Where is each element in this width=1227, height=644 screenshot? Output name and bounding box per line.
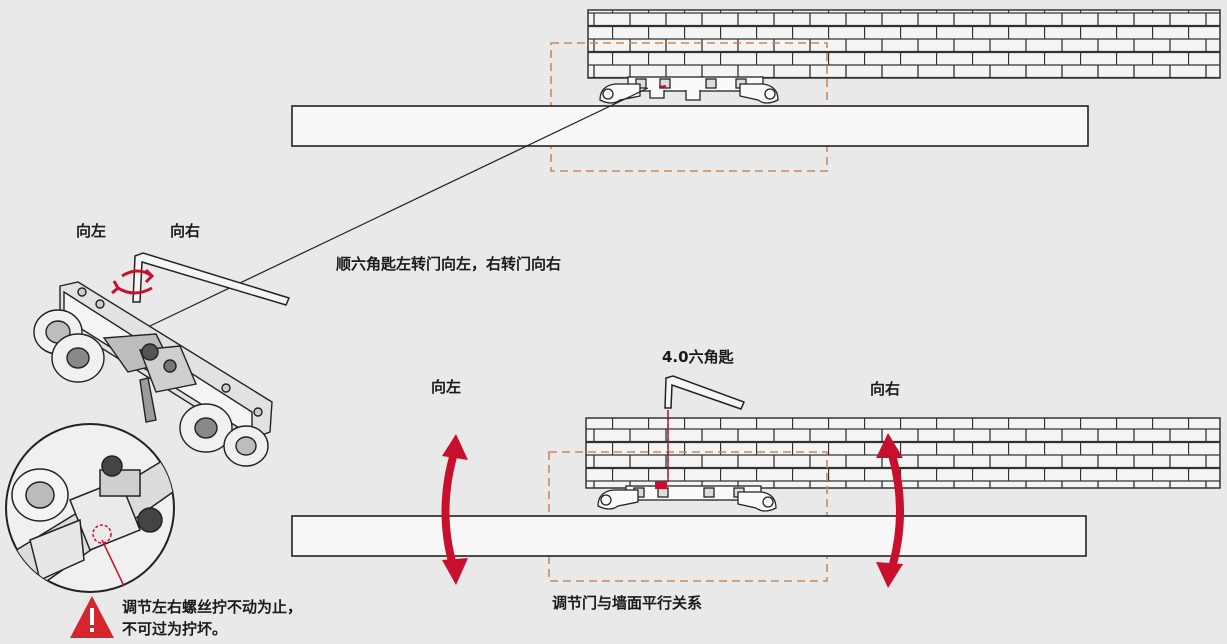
hex-key-label: 4.0六角匙 [662, 348, 734, 366]
bottom-wall [585, 417, 1221, 489]
warning-icon [70, 596, 114, 638]
top-wall [587, 9, 1221, 79]
top-roller-bracket [599, 76, 779, 104]
warning-line-1: 调节左右螺丝拧不动为止， [122, 598, 303, 616]
roller-bracket-illustration [33, 281, 273, 467]
label-right-bottom: 向右 [870, 380, 901, 398]
bottom-door-panel [291, 515, 1087, 557]
label-left-bottom: 向左 [431, 378, 462, 396]
hex-key-left [132, 252, 291, 306]
instruction-text: 顺六角匙左转门向左，右转门向右 [336, 255, 562, 273]
left-adjust-arrow-icon [441, 434, 468, 585]
warning-text: 调节左右螺丝拧不动为止， 不可过为拧坏。 [122, 596, 302, 640]
rotation-arrow-icon [111, 268, 155, 295]
detail-magnifier [5, 423, 175, 593]
label-left-top: 向左 [76, 222, 107, 240]
label-right-top: 向右 [170, 222, 201, 240]
warning-line-2: 不可过为拧坏。 [122, 620, 228, 638]
bottom-roller-bracket [597, 481, 777, 512]
hex-key-bottom [664, 375, 746, 410]
top-door-panel [291, 105, 1089, 147]
parallel-caption: 调节门与墙面平行关系 [552, 594, 703, 612]
right-adjust-arrow-icon [876, 433, 904, 588]
